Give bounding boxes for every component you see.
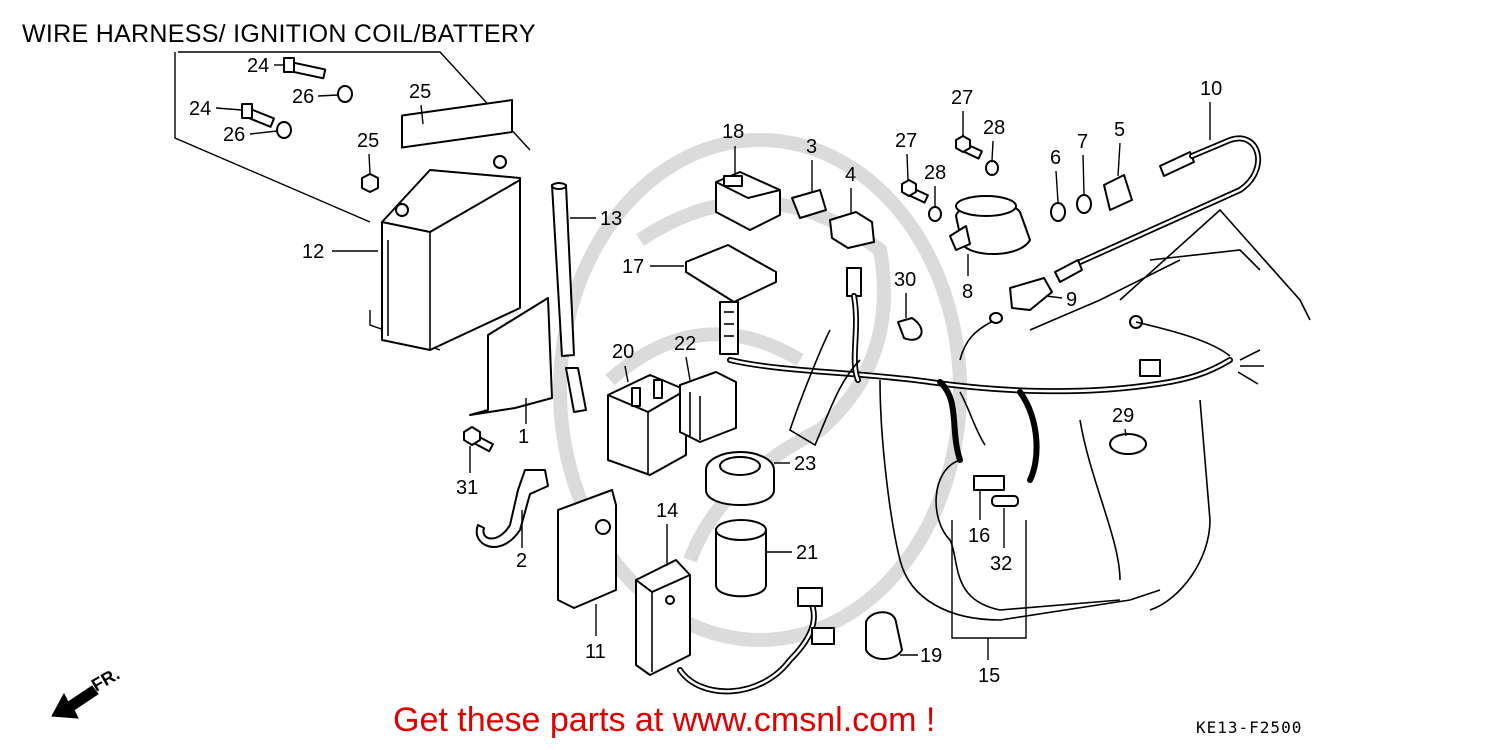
promo-link-text[interactable]: Get these parts at www.cmsnl.com ! bbox=[393, 701, 936, 739]
callout-27-left: 27 bbox=[895, 130, 917, 152]
battery-12 bbox=[381, 99, 521, 351]
callout-7: 7 bbox=[1077, 131, 1088, 153]
callout-13: 13 bbox=[600, 208, 622, 230]
washer-7 bbox=[1076, 194, 1092, 214]
callout-15: 15 bbox=[978, 665, 1000, 687]
callout-29: 29 bbox=[1112, 405, 1134, 427]
callout-26-mid: 26 bbox=[223, 124, 245, 146]
callout-16: 16 bbox=[968, 525, 990, 547]
rectifier-17 bbox=[685, 244, 777, 355]
clamp-19 bbox=[865, 611, 903, 660]
relay-20 bbox=[607, 374, 687, 476]
regulator-18 bbox=[715, 171, 781, 231]
connector-3 bbox=[791, 189, 827, 219]
bolt-31 bbox=[463, 426, 494, 453]
washer-26-mid bbox=[276, 121, 292, 139]
frame-outline bbox=[789, 208, 1311, 621]
washer-28-right bbox=[985, 160, 999, 176]
callout-5: 5 bbox=[1114, 119, 1125, 141]
ignition-coil-8 bbox=[949, 195, 1031, 255]
cover-11-grommet bbox=[595, 519, 611, 535]
callout-24-top: 24 bbox=[247, 55, 269, 77]
unit-22 bbox=[679, 371, 737, 443]
callout-21: 21 bbox=[796, 542, 818, 564]
callout-3: 3 bbox=[806, 136, 817, 158]
washer-26-top bbox=[337, 85, 353, 103]
callout-18: 18 bbox=[722, 121, 744, 143]
callout-22: 22 bbox=[674, 333, 696, 355]
washer-28-left bbox=[928, 206, 942, 222]
diagram-title: WIRE HARNESS/ IGNITION COIL/BATTERY bbox=[22, 20, 536, 48]
cap-5 bbox=[1103, 174, 1133, 211]
callout-25-left: 25 bbox=[357, 130, 379, 152]
callout-28-right: 28 bbox=[983, 117, 1005, 139]
callout-6: 6 bbox=[1050, 147, 1061, 169]
callout-30: 30 bbox=[894, 269, 916, 291]
clip-30 bbox=[897, 317, 923, 341]
cable-10 bbox=[1054, 135, 1261, 283]
callout-32: 32 bbox=[990, 553, 1012, 575]
callout-2: 2 bbox=[516, 550, 527, 572]
wire-harness-15 bbox=[727, 293, 1264, 611]
callout-31: 31 bbox=[456, 477, 478, 499]
bolt-27-left bbox=[901, 179, 929, 204]
plug-cap-9 bbox=[1009, 277, 1053, 311]
front-direction-arrow: FR. bbox=[51, 664, 123, 719]
connector-4-plug bbox=[846, 267, 862, 297]
callout-23: 23 bbox=[794, 453, 816, 475]
condenser-21 bbox=[715, 519, 767, 598]
callout-labels: 1 2 3 4 5 6 7 8 9 10 11 12 13 bbox=[189, 55, 1222, 687]
callout-26-top: 26 bbox=[292, 86, 314, 108]
callout-10: 10 bbox=[1200, 78, 1222, 100]
rubber-mount-23 bbox=[705, 451, 775, 506]
callout-14: 14 bbox=[656, 500, 678, 522]
breather-tube-13 bbox=[551, 182, 587, 413]
bolt-24-mid bbox=[241, 103, 275, 128]
clip-32 bbox=[991, 495, 1019, 507]
callout-4: 4 bbox=[845, 164, 856, 186]
bolt-27-right bbox=[955, 135, 983, 160]
callout-28-left: 28 bbox=[924, 162, 946, 184]
connector-4 bbox=[829, 211, 875, 249]
band-29 bbox=[1109, 433, 1147, 455]
callout-12: 12 bbox=[302, 241, 324, 263]
callout-17: 17 bbox=[622, 256, 644, 278]
callout-27-right: 27 bbox=[951, 87, 973, 109]
callout-1: 1 bbox=[518, 426, 529, 448]
diagram-code: KE13-F2500 bbox=[1196, 718, 1303, 737]
callout-25-right: 25 bbox=[409, 81, 431, 103]
callout-9: 9 bbox=[1066, 289, 1077, 311]
connector-16 bbox=[973, 475, 1005, 491]
grommet-6 bbox=[1050, 202, 1066, 222]
nut-25-left bbox=[361, 173, 379, 193]
battery-sheet-1 bbox=[469, 297, 553, 416]
callout-24-mid: 24 bbox=[189, 98, 211, 120]
bolt-24-top bbox=[283, 57, 327, 80]
callout-8: 8 bbox=[962, 281, 973, 303]
callout-11: 11 bbox=[585, 641, 606, 663]
battery-band-2 bbox=[475, 469, 549, 548]
callout-19: 19 bbox=[920, 645, 942, 667]
cover-11 bbox=[557, 489, 617, 609]
cdi-unit-14 bbox=[635, 559, 835, 695]
harness-15-bracket bbox=[951, 520, 1027, 660]
callout-20: 20 bbox=[612, 341, 634, 363]
